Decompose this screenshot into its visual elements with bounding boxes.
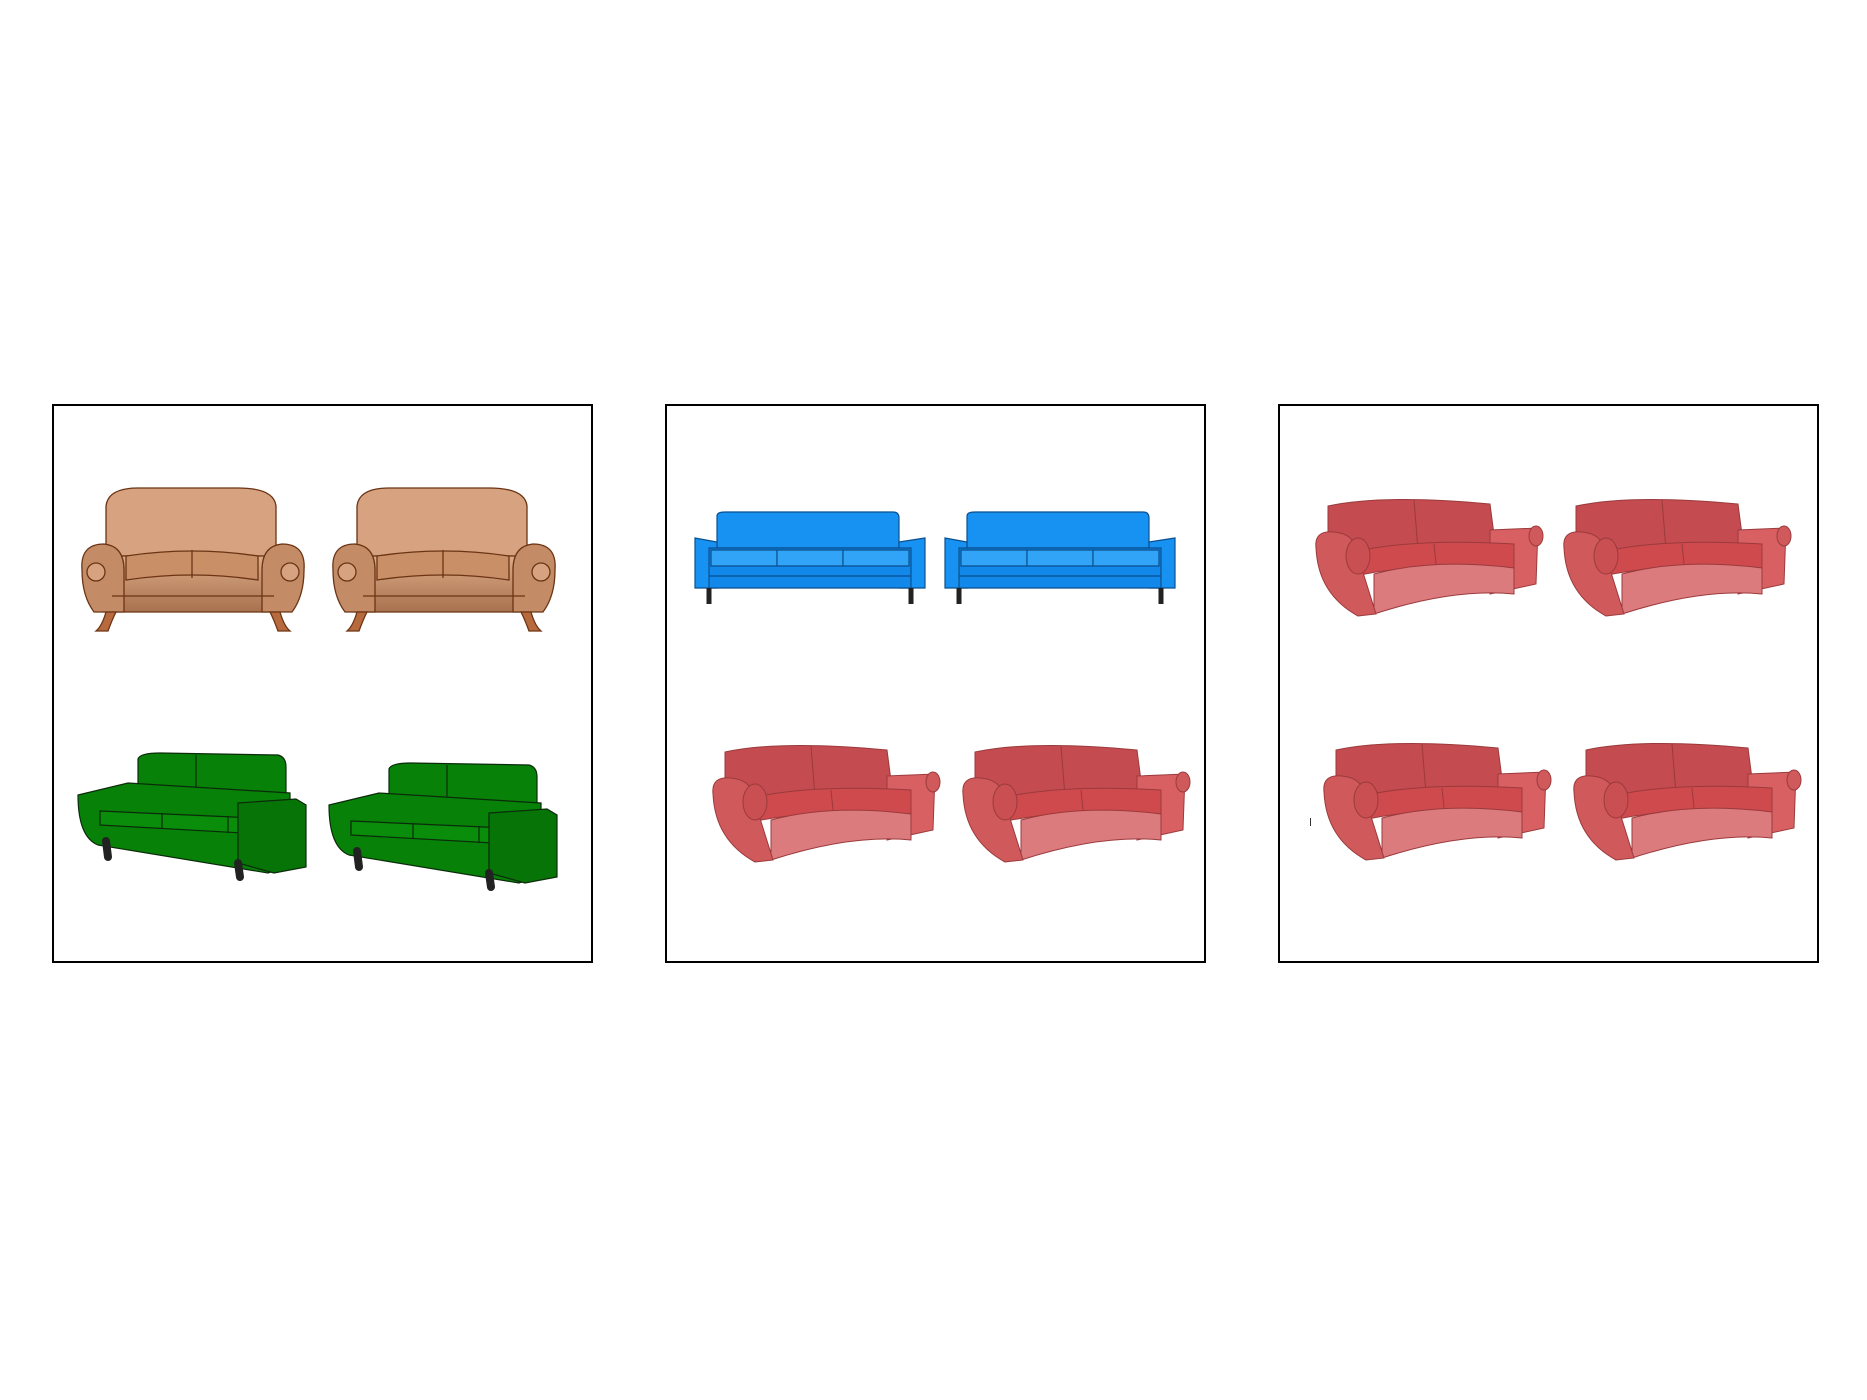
panel-2	[665, 404, 1206, 963]
tan-sofa-1	[78, 486, 308, 636]
blue-sofa-1	[694, 511, 926, 608]
stray-mark	[1310, 818, 1311, 826]
green-sofa-1	[77, 752, 308, 903]
red-sofa-5	[1322, 742, 1552, 862]
panel-1	[52, 404, 593, 963]
red-sofa-1	[711, 744, 941, 864]
red-sofa-3	[1314, 498, 1544, 618]
red-sofa-4	[1562, 498, 1792, 618]
green-sofa-2	[328, 762, 559, 913]
panel-3	[1278, 404, 1819, 963]
red-sofa-6	[1572, 742, 1802, 862]
red-sofa-2	[961, 744, 1191, 864]
blue-sofa-2	[944, 511, 1176, 608]
tan-sofa-2	[329, 486, 559, 636]
